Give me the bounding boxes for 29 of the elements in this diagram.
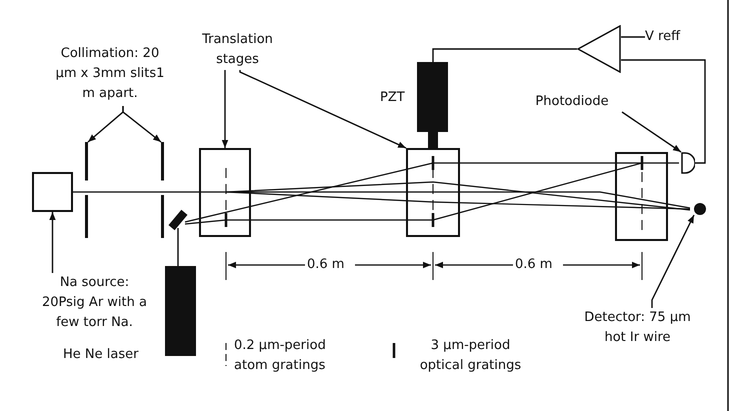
dimension-label: 0.6 m [307, 256, 344, 274]
slit [161, 142, 164, 238]
leader-arrow [122, 106, 162, 143]
laser-beam [177, 228, 179, 266]
caption-text: Photodiode [534, 93, 610, 111]
dimension-label: 0.6 m [515, 256, 552, 274]
leader-arrow [239, 70, 406, 149]
stage-box [406, 148, 460, 237]
caption-text: Collimation: 20 µm x 3mm slits1 m apart. [55, 45, 165, 103]
leader-arrow [222, 70, 228, 148]
connector-line [621, 36, 645, 38]
caption-text: Na source: 20Psig Ar with a few torr Na. [41, 274, 148, 332]
leader-arrow [622, 111, 682, 153]
device-label: PZT [380, 89, 405, 107]
caption-text: Translation stages [201, 31, 274, 69]
leader-arrow [651, 214, 695, 308]
detector-dot [694, 203, 706, 215]
stage-box [199, 148, 251, 237]
source-box [32, 172, 73, 212]
voltage-label: V reff [645, 28, 682, 46]
wire [621, 59, 706, 164]
legend-text: 0.2 µm-period atom gratings [234, 337, 327, 375]
wire [432, 48, 577, 62]
leader-arrow [49, 212, 56, 273]
legend-text: 3 µm-period optical gratings [418, 337, 522, 375]
slit [85, 142, 88, 238]
caption-text: Detector: 75 µm hot Ir wire [583, 309, 692, 347]
device-label: He Ne laser [63, 346, 138, 364]
stage-box [615, 152, 668, 241]
